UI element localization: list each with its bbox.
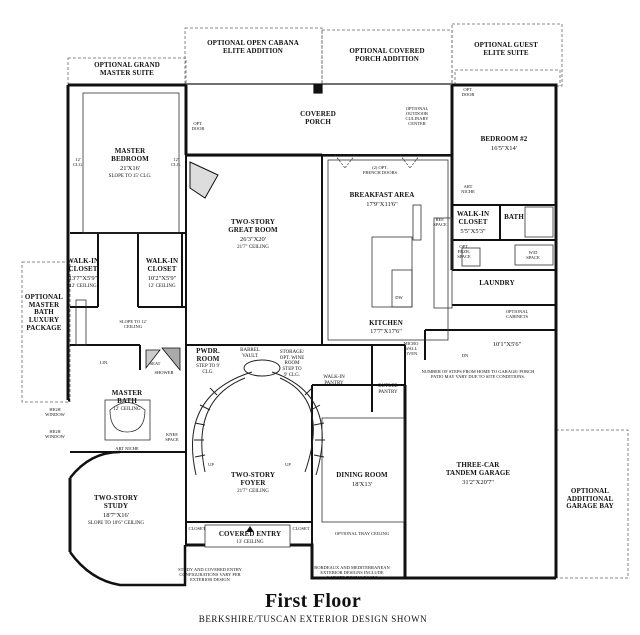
- shower-icon: [145, 347, 181, 372]
- plan-subtitle: BERKSHIRE/TUSCAN EXTERIOR DESIGN SHOWN: [198, 614, 428, 624]
- dim-garage: 31'2"X20'7": [462, 479, 494, 486]
- dim-bedroom2: 16'5"X14': [491, 145, 517, 152]
- label-up-right: UP: [285, 462, 291, 467]
- label-clg-left: 12' CLG.: [72, 157, 84, 167]
- label-seat: SEAT: [149, 361, 161, 366]
- note-foyer: 21'7" CEILING: [237, 489, 269, 494]
- label-pwdr-room: PWDR. ROOM: [196, 347, 220, 363]
- label-micro-wall-oven: MICRO WALL OVEN: [403, 341, 419, 356]
- dim-great-room: 26'3"X20': [240, 236, 266, 243]
- label-garage: THREE-CAR TANDEM GARAGE: [445, 461, 511, 477]
- label-optional-cabinets: OPTIONAL CABINETS: [505, 309, 529, 319]
- label-great-room: TWO-STORY GREAT ROOM: [228, 218, 278, 234]
- dim-walkin-closet-guest: 5'5"X5'3": [460, 228, 486, 235]
- fireplace-icon: [189, 161, 219, 199]
- label-lin: LIN.: [99, 360, 109, 365]
- dim-study: 18'7"X16': [103, 512, 129, 519]
- label-opt-door-left: OPT. DOOR: [191, 121, 205, 131]
- dim-dining-room: 18'X13': [351, 481, 373, 488]
- label-study-note: STUDY AND COVERED ENTRY CONFIGURATIONS V…: [178, 567, 242, 582]
- dim-master-bedroom: 21'X16': [119, 165, 141, 172]
- label-dw: DW: [395, 295, 403, 300]
- note-walkin-closet-1: 12' CEILING: [69, 284, 97, 289]
- label-opt-covered-porch: OPTIONAL COVERED PORCH ADDITION: [349, 47, 425, 63]
- label-butler-pantry: BUTLER PANTRY: [378, 384, 398, 395]
- label-master-bath: MASTER BATH: [111, 389, 143, 405]
- label-covered-entry: COVERED ENTRY: [218, 530, 282, 538]
- label-master-bedroom: MASTER BEDROOM: [111, 147, 149, 163]
- label-knee-space: KNEE SPACE: [165, 432, 179, 442]
- label-ref-space: REF. SPACE: [433, 217, 447, 227]
- label-closet-right: CLOSET: [292, 526, 310, 531]
- label-clg-right: 12' CLG.: [170, 157, 182, 167]
- label-walkin-closet-2: WALK-IN CLOSET: [145, 257, 179, 273]
- label-high-window-2: HIGH WINDOW: [45, 429, 65, 439]
- label-storage: STORAGE/ OPT. WINE ROOM: [279, 350, 305, 366]
- label-walkin-pantry: WALK-IN PANTRY: [323, 375, 345, 386]
- label-foyer: TWO-STORY FOYER: [230, 471, 276, 487]
- curved-stairs: [192, 359, 325, 476]
- note-covered-entry: 13' CEILING: [236, 540, 264, 545]
- label-opt-cabana: OPTIONAL OPEN CABANA ELITE ADDITION: [207, 39, 299, 55]
- label-steps-note: NUMBER OF STEPS FROM HOME TO GARAGE/ POR…: [421, 369, 535, 379]
- dim-kitchen: 17'7"X17'6": [370, 328, 402, 335]
- dim-walkin-closet-2: 10'2"X5'9": [147, 275, 177, 282]
- porch-outline: [185, 83, 453, 157]
- label-dn: DN: [461, 353, 469, 358]
- label-opt-frzr: OPT. FRZR. SPACE: [457, 244, 471, 259]
- note-master-bath: 12' CEILING: [113, 407, 141, 412]
- label-high-window-1: HIGH WINDOW: [45, 407, 65, 417]
- label-french-doors: (2) OPT. FRENCH DOORS: [362, 165, 398, 175]
- label-barrel-vault: BARREL VAULT: [240, 348, 260, 359]
- plan-title: First Floor: [264, 590, 362, 612]
- dim-breakfast-area: 17'9"X11'6": [366, 201, 398, 208]
- study-bay: [68, 450, 187, 587]
- label-kitchen: KITCHEN: [369, 319, 403, 327]
- label-bath: BATH: [504, 213, 524, 221]
- label-bordeaux-note: BORDEAUX AND MEDITERRANEAN EXTERIOR DESI…: [314, 565, 390, 580]
- label-art-niche-1: ART NICHE: [461, 184, 475, 194]
- label-wd-space: W/D SPACE: [526, 250, 540, 260]
- label-art-niche-2: ART NICHE: [115, 446, 139, 451]
- label-closet-left: CLOSET: [188, 526, 206, 531]
- label-dining-room: DINING ROOM: [336, 471, 388, 479]
- entry-arrow-icon: [246, 526, 254, 532]
- label-up-left: UP: [208, 462, 214, 467]
- label-optional-garage-bay: OPTIONAL ADDITIONAL GARAGE BAY: [566, 487, 614, 511]
- french-doors: [334, 154, 421, 169]
- dim-mud-area: 10'1"X5'6": [492, 341, 522, 348]
- label-opt-guest-suite: OPTIONAL GUEST ELITE SUITE: [474, 41, 538, 57]
- label-optional-master-bath: OPTIONAL MASTER BATH LUXURY PACKAGE: [24, 293, 64, 332]
- dim-walkin-closet-1: 13'7"X5'9": [68, 275, 98, 282]
- label-walkin-closet-1: WALK-IN CLOSET: [66, 257, 100, 273]
- label-shower: SHOWER: [154, 370, 174, 375]
- label-bedroom2: BEDROOM #2: [480, 135, 528, 143]
- label-slope-12: SLOPE TO 12' CEILING: [119, 319, 147, 329]
- note-master-bedroom: SLOPE TO 15' CLG.: [108, 174, 152, 179]
- label-laundry: LAUNDRY: [479, 279, 515, 287]
- label-opt-grand-master: OPTIONAL GRAND MASTER SUITE: [94, 61, 160, 77]
- note-storage: STEP TO 9' CLG.: [282, 367, 302, 378]
- note-walkin-closet-2: 12' CEILING: [148, 284, 176, 289]
- label-walkin-closet-guest: WALK-IN CLOSET: [456, 210, 490, 226]
- label-opt-door-right: OPT. DOOR: [461, 87, 475, 97]
- note-study: SLOPE TO 10'6" CEILING: [88, 521, 144, 526]
- note-great-room: 21'7" CEILING: [237, 245, 269, 250]
- note-pwdr-room: STEP TO 9' CLG.: [196, 364, 220, 375]
- label-study: TWO-STORY STUDY: [93, 494, 139, 510]
- thin-lines: [75, 92, 554, 548]
- label-optional-tray: OPTIONAL TRAY CEILING: [334, 531, 390, 536]
- label-opt-outdoor-culinary: OPTIONAL OUTDOOR CULINARY CENTER: [405, 106, 429, 126]
- label-breakfast-area: BREAKFAST AREA: [349, 191, 415, 199]
- label-covered-porch: COVERED PORCH: [300, 110, 336, 126]
